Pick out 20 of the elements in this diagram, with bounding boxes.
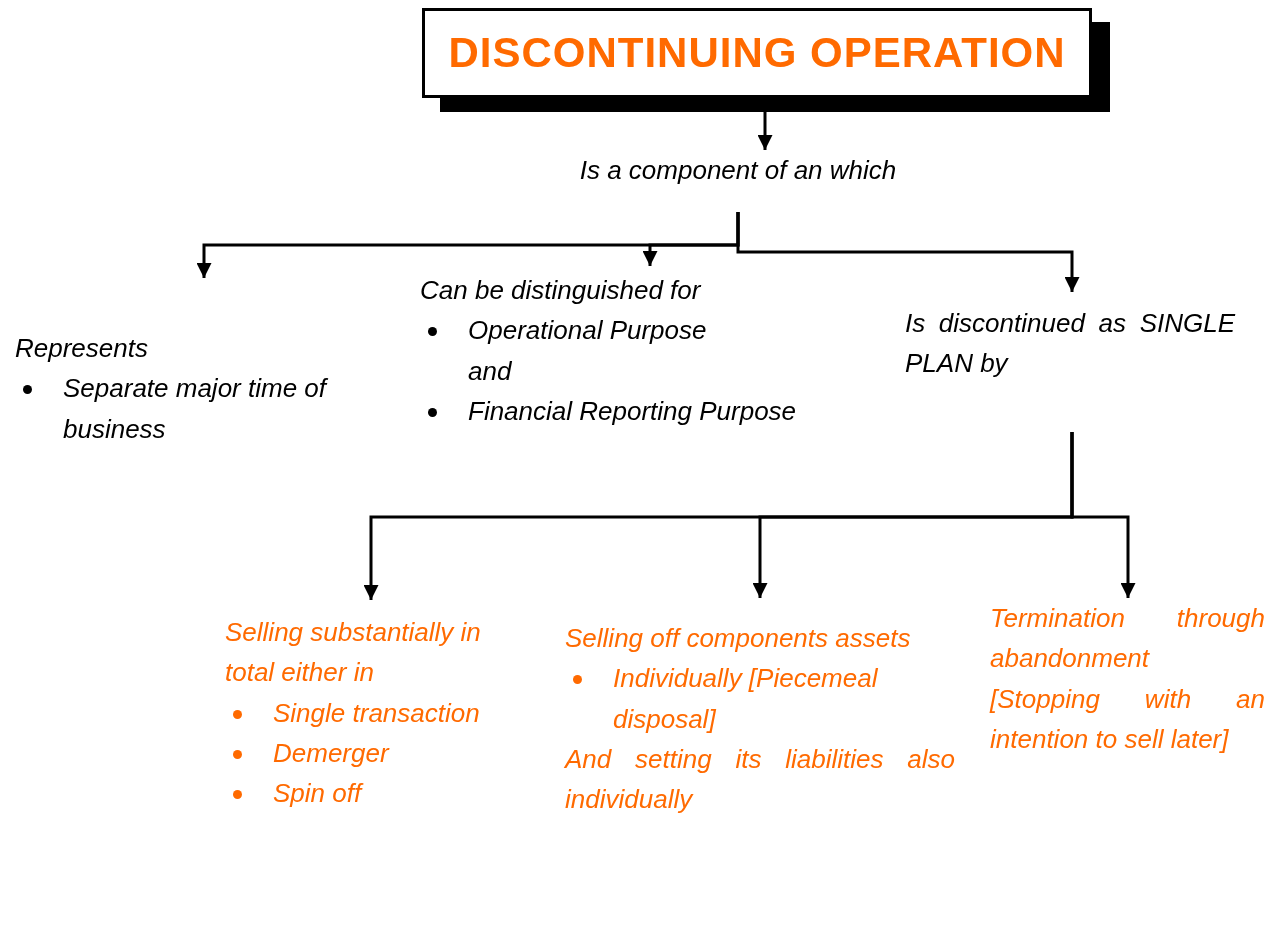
node-text: Selling substantially in total either in bbox=[225, 616, 482, 690]
node-text: Can be distinguished for bbox=[420, 274, 703, 307]
bullet-text: Separate major time of business bbox=[63, 373, 326, 444]
node-text: Represents bbox=[15, 332, 149, 365]
title-box bbox=[422, 8, 1092, 98]
bullet-text: Financial Reporting Purpose bbox=[468, 395, 797, 426]
bullet-text: Operational Purpose bbox=[468, 315, 707, 346]
arrow bbox=[1070, 432, 1136, 598]
bullet-text: Single transaction bbox=[273, 697, 480, 728]
title-text: DISCONTINUING OPERATION bbox=[448, 29, 1066, 77]
bullet-text: Demerger bbox=[273, 737, 389, 768]
node-text: And setting its liabilities also individually bbox=[565, 742, 955, 817]
bullet-text: Individually [Piecemeal disposal] bbox=[613, 663, 878, 734]
arrow bbox=[736, 212, 1080, 292]
node-text: Termination through abandonment [Stopping with an intention to sell later] bbox=[990, 602, 1265, 756]
node-text: Is discontinued as SINGLE PLAN by bbox=[905, 307, 1235, 381]
bullet-text: Spin off bbox=[273, 778, 362, 809]
node-text: Selling off components assets bbox=[565, 622, 912, 655]
node-text: and bbox=[467, 354, 513, 388]
connector-text: Is a component of an which bbox=[578, 154, 898, 187]
